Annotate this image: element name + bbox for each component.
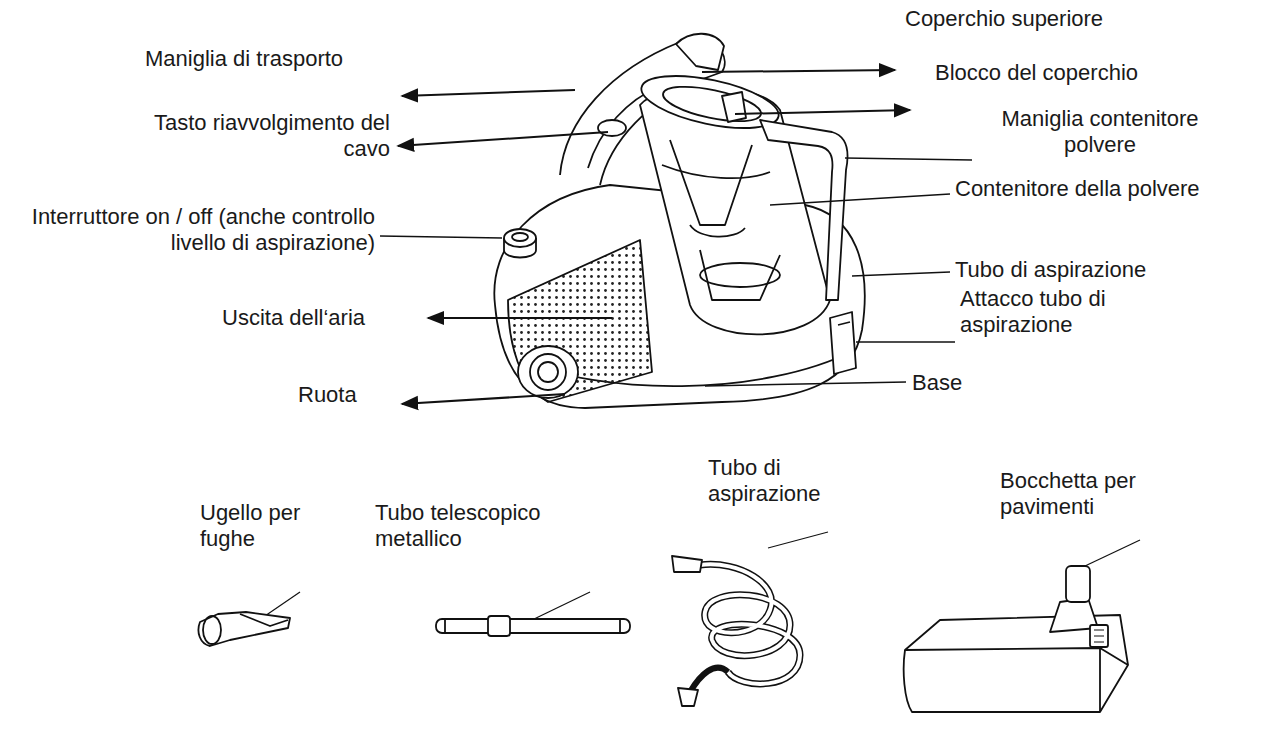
part-label: Tubo di aspirazione: [708, 455, 858, 508]
part-label: Attacco tubo di aspirazione: [960, 286, 1160, 339]
part-label: Tubo telescopico metallico: [375, 500, 575, 553]
part-label: Base: [912, 370, 1112, 396]
part-label: Interruttore on / off (anche controllo l…: [30, 204, 375, 257]
part-label: Maniglia contenitore polvere: [975, 106, 1225, 159]
telescopic-tube: [436, 619, 630, 633]
part-label: Blocco del coperchio: [935, 60, 1235, 86]
part-label: Ugello per fughe: [200, 500, 330, 553]
part-label: Bocchetta per pavimenti: [1000, 468, 1180, 521]
part-label: Coperchio superiore: [905, 6, 1205, 32]
suction-hose: [690, 564, 800, 692]
leader-lines: [262, 70, 1140, 620]
part-label: Contenitore della polvere: [955, 176, 1275, 202]
part-label: Maniglia di trasporto: [145, 46, 395, 72]
crevice-nozzle: [198, 612, 290, 646]
part-label: Ruota: [298, 382, 398, 408]
part-label: Tasto riavvolgimento del cavo: [120, 110, 390, 163]
part-label: Tubo di aspirazione: [955, 257, 1275, 283]
floor-nozzle: [904, 566, 1128, 712]
part-label: Uscita dell‘aria: [222, 305, 422, 331]
accessories: [198, 556, 1128, 712]
